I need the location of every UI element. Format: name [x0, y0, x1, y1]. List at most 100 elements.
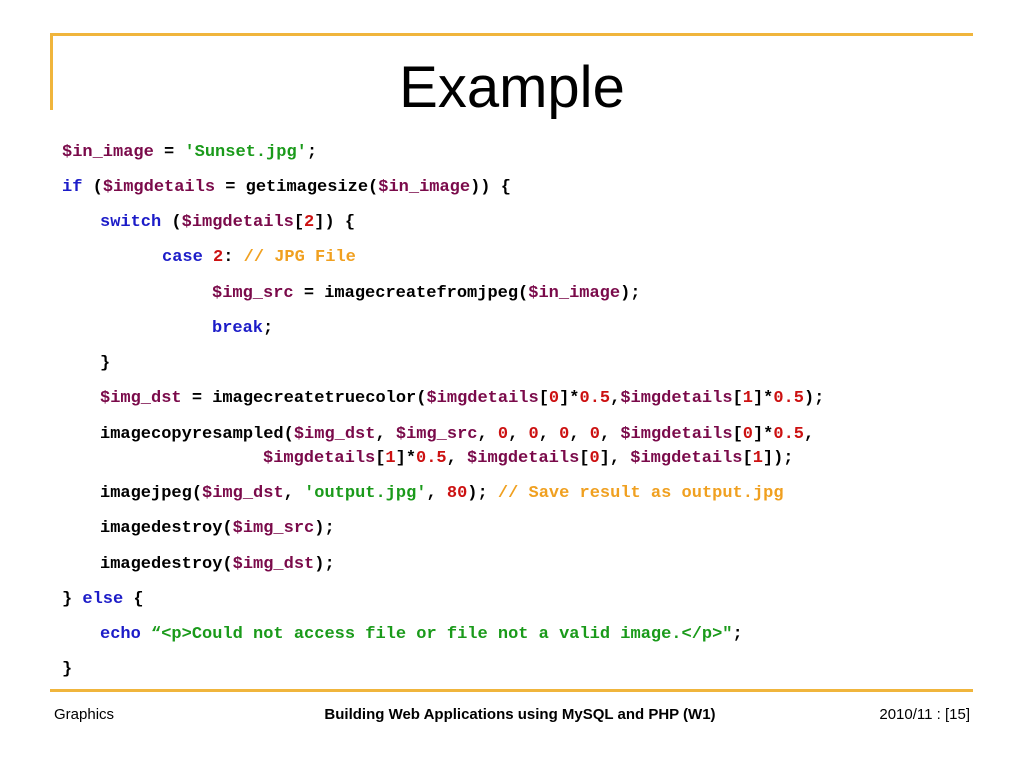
code-token: , [569, 425, 590, 444]
code-token [141, 625, 151, 644]
code-token: = imagecreatefromjpeg( [293, 284, 529, 303]
code-token [203, 248, 213, 267]
code-token: imagedestroy( [100, 519, 233, 538]
code-token: 0 [742, 425, 753, 444]
code-token: 1 [742, 389, 753, 408]
code-token: ( [82, 178, 103, 197]
code-token: break [212, 319, 264, 338]
code-token: “<p>Could not access file or file not a … [151, 625, 733, 644]
code-line: imagejpeg($img_dst, 'output.jpg', 80); /… [100, 484, 784, 504]
code-token: // Save result as output.jpg [497, 484, 784, 503]
code-token: , [426, 484, 447, 503]
code-token: = [153, 143, 185, 162]
code-token: , [446, 449, 468, 468]
code-token: [ [538, 389, 549, 408]
code-token: imagejpeg( [100, 484, 203, 503]
code-token: } [62, 660, 73, 679]
code-token: ); [803, 389, 825, 408]
code-line: $img_dst = imagecreatetruecolor($imgdeta… [100, 389, 824, 409]
code-token: [ [579, 449, 590, 468]
code-token: 0.5 [416, 449, 447, 468]
code-token: echo [100, 625, 141, 644]
code-token: 2 [304, 213, 315, 232]
code-line: echo “<p>Could not access file or file n… [100, 625, 743, 645]
code-token: = getimagesize( [215, 178, 379, 197]
code-token: ]* [752, 389, 774, 408]
code-token: : [223, 248, 244, 267]
code-token: , [375, 425, 396, 444]
code-token: ]* [395, 449, 417, 468]
code-token: [ [293, 213, 305, 232]
code-line: if ($imgdetails = getimagesize($in_image… [62, 178, 511, 198]
code-token: $img_src [232, 519, 315, 538]
code-token: ; [263, 319, 274, 338]
code-token: , [803, 425, 815, 444]
code-token: $imgdetails [102, 178, 216, 197]
code-token: imagecopyresampled( [100, 425, 294, 444]
code-line: case 2: // JPG File [162, 248, 356, 268]
code-token: ); [314, 519, 335, 538]
code-token: , [508, 425, 529, 444]
code-token: 0.5 [773, 425, 804, 444]
slide-title: Example [399, 55, 625, 120]
code-token: $imgdetails [630, 449, 743, 468]
code-token: $img_dst [100, 389, 182, 408]
code-token: ]* [752, 425, 774, 444]
code-token: 0 [559, 425, 570, 444]
code-line: } else { [62, 590, 144, 610]
code-line: switch ($imgdetails[2]) { [100, 213, 355, 233]
code-line: break; [212, 319, 273, 339]
code-token: $imgdetails [467, 449, 580, 468]
code-token: $imgdetails [620, 425, 733, 444]
code-line: imagecopyresampled($img_dst, $img_src, 0… [100, 425, 814, 445]
code-token: $img_dst [232, 555, 315, 574]
code-token: 'Sunset.jpg' [184, 143, 307, 162]
frame-left-rule [50, 33, 53, 110]
code-token: 2 [213, 248, 224, 267]
code-token: ; [306, 143, 318, 162]
code-token: ); [620, 284, 641, 303]
code-token: [ [732, 389, 743, 408]
code-token: 0 [589, 425, 600, 444]
code-token: } [62, 590, 83, 609]
code-line: imagedestroy($img_dst); [100, 555, 335, 575]
code-line: $in_image = 'Sunset.jpg'; [62, 143, 317, 163]
code-token: [ [732, 425, 743, 444]
code-line: $img_src = imagecreatefromjpeg($in_image… [212, 284, 641, 304]
code-token: ); [467, 484, 498, 503]
code-token: 1 [385, 449, 396, 468]
code-token: )) { [470, 178, 511, 197]
code-token: 1 [752, 449, 763, 468]
code-token: [ [742, 449, 753, 468]
code-token: ( [161, 213, 182, 232]
code-token: 0 [548, 389, 560, 408]
code-token: ], [599, 449, 631, 468]
code-token: imagedestroy( [100, 555, 233, 574]
code-token: { [123, 590, 144, 609]
footer-center: Building Web Applications using MySQL an… [324, 706, 716, 723]
frame-top-rule [50, 33, 973, 36]
code-token: , [477, 425, 498, 444]
code-token: ]* [559, 389, 580, 408]
code-token: if [62, 178, 83, 197]
code-token: ; [732, 625, 743, 644]
footer-right: 2010/11 : [15] [879, 706, 970, 723]
footer-left: Graphics [54, 706, 115, 723]
code-line: imagedestroy($img_src); [100, 519, 335, 539]
code-token: , [538, 425, 560, 444]
code-token: $imgdetails [426, 389, 539, 408]
code-token: } [100, 354, 111, 373]
code-token: 0.5 [579, 389, 611, 408]
code-token: $in_image [62, 143, 154, 162]
code-token: $img_dst [202, 484, 284, 503]
code-token: $img_src [212, 284, 294, 303]
code-token: $in_image [378, 178, 471, 197]
code-token: switch [100, 213, 162, 232]
code-line: } [100, 354, 110, 374]
code-token: 0 [589, 449, 600, 468]
code-token: = imagecreatetruecolor( [181, 389, 427, 408]
code-token: $img_src [395, 425, 478, 444]
code-token: $in_image [528, 284, 621, 303]
code-token: 'output.jpg' [304, 484, 427, 503]
